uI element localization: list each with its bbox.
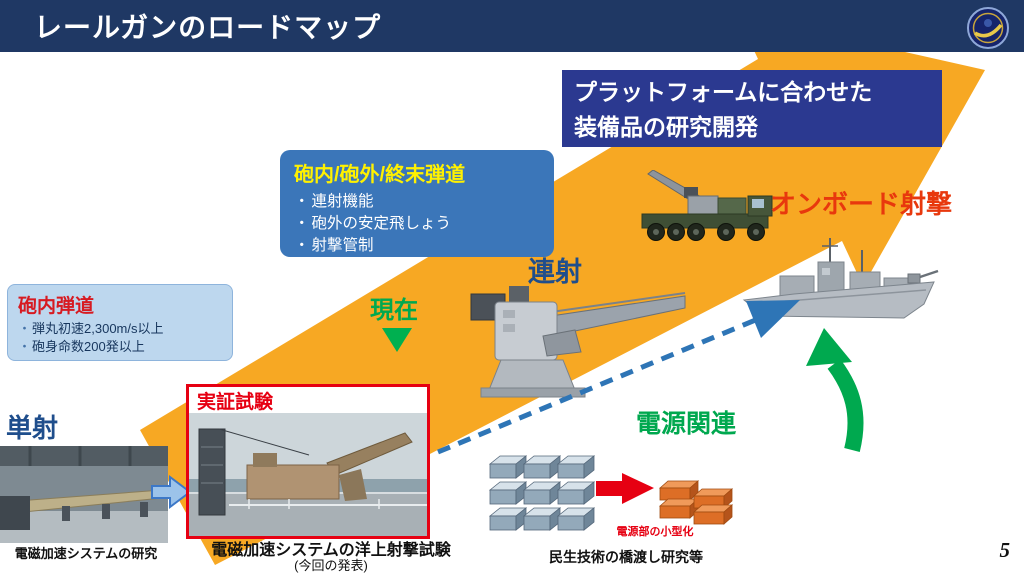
page-title: レールガンのロードマップ bbox=[34, 12, 382, 43]
onboard-firing-label: オンボード射撃 bbox=[770, 189, 953, 219]
platform-line-2: 装備品の研究開発 bbox=[574, 114, 758, 140]
ship-image bbox=[742, 238, 939, 319]
demo-test-strip: 実証試験 bbox=[189, 387, 427, 413]
single-shot-label: 単射 bbox=[6, 413, 59, 443]
current-label: 現在 bbox=[370, 297, 418, 324]
single-shot-photo bbox=[0, 446, 168, 543]
caption-em-research: 電磁加速システムの研究 bbox=[14, 546, 158, 561]
demo-test-label: 実証試験 bbox=[197, 391, 274, 413]
truck-railgun-image bbox=[641, 170, 773, 241]
ballistics-box: 砲内/砲外/終末弾道 連射機能 砲外の安定飛しょう 射撃管制 bbox=[280, 150, 554, 257]
slide-header: レールガンのロードマップ bbox=[0, 0, 1024, 52]
sea-test-photo bbox=[189, 413, 427, 536]
bore-heading: 砲内弾道 bbox=[18, 296, 95, 317]
caption-civil-tech: 民生技術の橋渡し研究等 bbox=[549, 549, 703, 565]
platform-development-box: プラットフォームに合わせた 装備品の研究開発 bbox=[562, 70, 942, 147]
caption-sea-firing-test: 電磁加速システムの洋上射撃試験 bbox=[211, 542, 451, 559]
bore-bullet: 弾丸初速2,300m/s以上 bbox=[18, 320, 222, 338]
page-number: 5 bbox=[999, 538, 1011, 562]
bore-bullet-list: 弾丸初速2,300m/s以上 砲身命数200発以上 bbox=[18, 320, 222, 356]
bore-bullet: 砲身命数200発以上 bbox=[18, 338, 222, 356]
caption-this-announcement: (今回の発表) bbox=[294, 558, 368, 573]
power-modules-image bbox=[488, 455, 596, 531]
power-related-label: 電源関連 bbox=[636, 410, 737, 438]
caption-power-miniaturization: 電源部の小型化 bbox=[616, 526, 694, 538]
demo-test-box: 実証試験 bbox=[186, 384, 430, 539]
ballistics-bullet: 射撃管制 bbox=[294, 235, 540, 257]
atla-logo-icon bbox=[967, 7, 1009, 49]
compact-power-image bbox=[658, 480, 734, 525]
ballistics-heading: 砲内/砲外/終末弾道 bbox=[294, 164, 466, 186]
ballistics-bullet: 砲外の安定飛しょう bbox=[294, 213, 540, 235]
ballistics-bullet-list: 連射機能 砲外の安定飛しょう 射撃管制 bbox=[294, 191, 540, 257]
rapid-fire-label: 連射 bbox=[528, 257, 582, 287]
ballistics-bullet: 連射機能 bbox=[294, 191, 540, 213]
platform-line-1: プラットフォームに合わせた bbox=[574, 79, 873, 105]
bore-ballistics-box: 砲内弾道 弾丸初速2,300m/s以上 砲身命数200発以上 bbox=[7, 284, 233, 361]
